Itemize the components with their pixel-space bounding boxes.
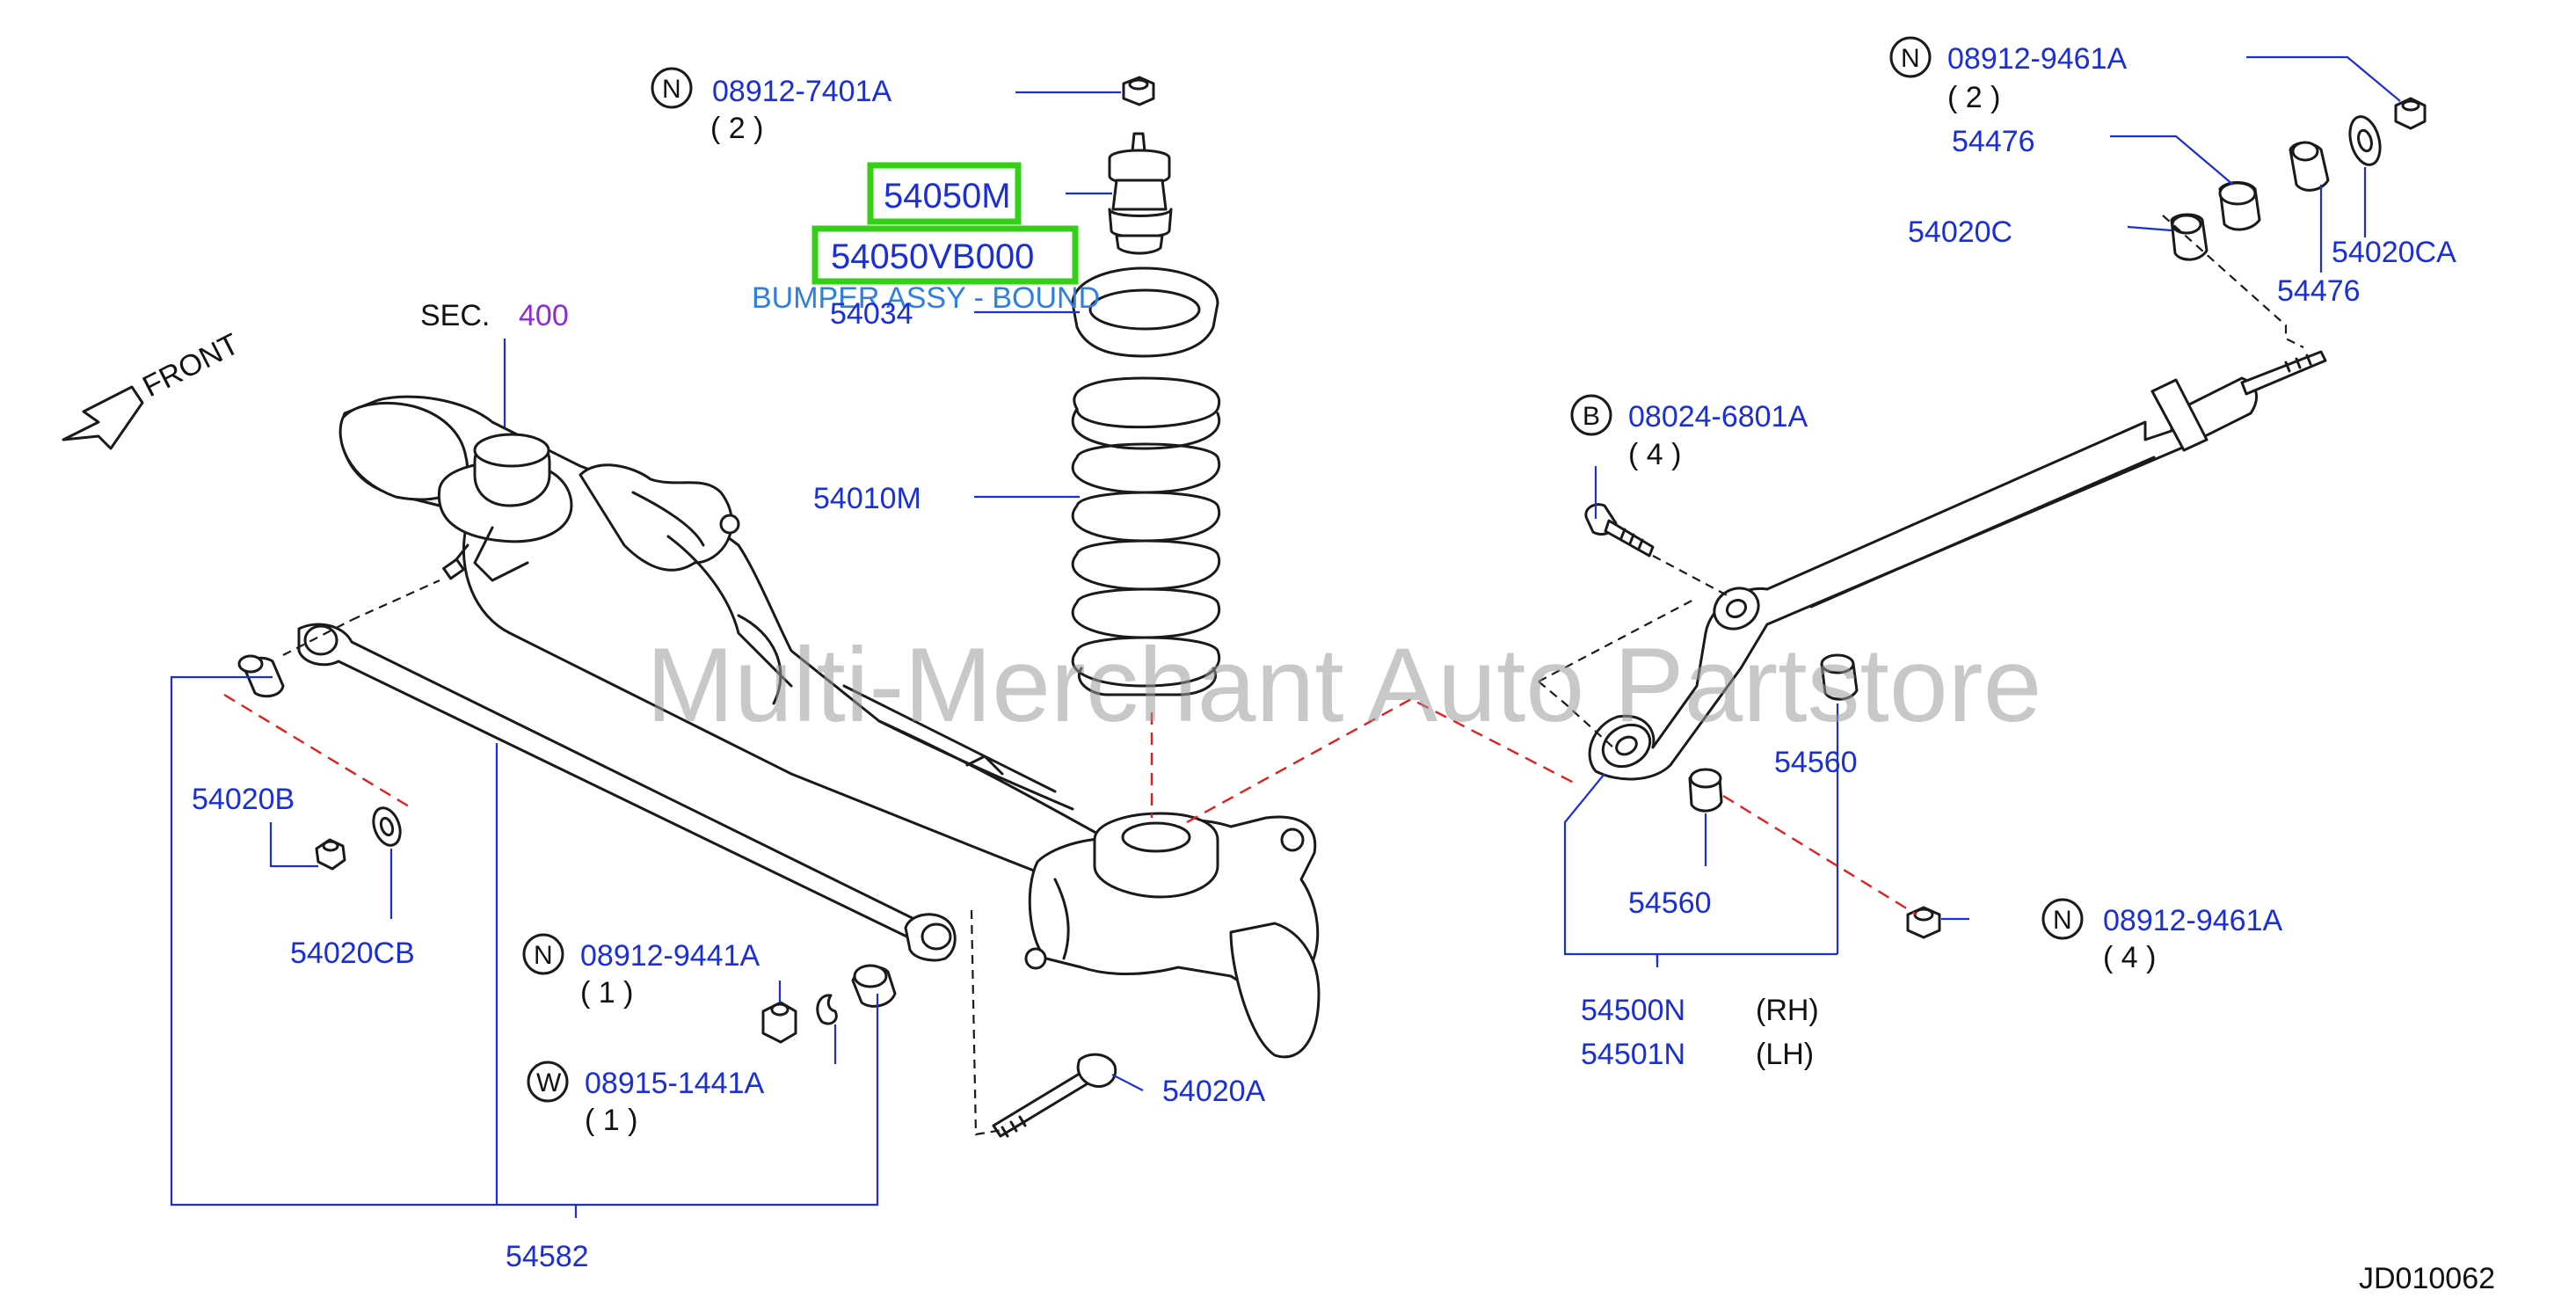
label-54034[interactable]: 54034	[830, 297, 913, 331]
highlight-description: BUMPER ASSY - BOUND	[752, 281, 1100, 315]
svg-text:08915-1441A: 08915-1441A	[585, 1067, 765, 1100]
label-54582[interactable]: 54582	[506, 1240, 589, 1273]
callout-08915-1441A[interactable]: W 08915-1441A ( 1 )	[527, 1061, 765, 1137]
highlight-part-b[interactable]: 54050VB000	[831, 237, 1034, 276]
leader-lines	[170, 55, 2401, 1218]
washer-54020CB	[372, 806, 402, 847]
svg-text:N: N	[662, 75, 681, 104]
svg-text:08024-6801A: 08024-6801A	[1628, 400, 1808, 434]
highlight-box-54050VB000	[811, 225, 1079, 285]
callout-08912-9441A[interactable]: N 08912-9441A ( 1 )	[522, 933, 760, 1010]
nut-08912-9461A-right	[1906, 906, 1941, 939]
bushing-54560-lower	[1688, 768, 1723, 813]
figure-id: JD010062	[2359, 1262, 2495, 1295]
svg-text:08912-9461A: 08912-9461A	[2103, 904, 2283, 937]
svg-text:08912-9441A: 08912-9441A	[580, 939, 760, 973]
highlight-box-54050M	[867, 162, 1022, 225]
nut-08912-9441A	[761, 1001, 797, 1044]
label-54560-b[interactable]: 54560	[1628, 886, 1712, 920]
svg-text:N: N	[1901, 44, 1920, 73]
callout-08912-9461A-right[interactable]: N 08912-9461A ( 4 )	[2041, 898, 2283, 974]
section-number[interactable]: 400	[519, 299, 569, 332]
label-54020A[interactable]: 54020A	[1162, 1075, 1266, 1108]
svg-text:( 1 ): ( 1 )	[580, 976, 633, 1010]
bushing-54560-upper	[1820, 653, 1859, 701]
nut-08912-9461A-top	[2394, 97, 2427, 130]
section-prefix: SEC.	[420, 299, 490, 332]
callout-08912-9461A-top[interactable]: N 08912-9461A ( 2 )	[1889, 36, 2128, 114]
bushing-54476-right	[2289, 141, 2330, 192]
bolt-54020A	[992, 1053, 1117, 1138]
front-arrow-icon	[62, 385, 144, 450]
label-54500N[interactable]: 54500N	[1581, 994, 1685, 1027]
bushing-left	[237, 654, 285, 698]
bushing-54020C	[2170, 213, 2209, 261]
label-rh: (RH)	[1756, 994, 1819, 1027]
coil-spring	[1071, 376, 1221, 696]
bound-bumper	[1108, 132, 1173, 255]
label-54501N[interactable]: 54501N	[1581, 1038, 1685, 1071]
nut-54020B	[315, 838, 346, 871]
label-54020CA[interactable]: 54020CA	[2332, 236, 2456, 269]
watermark: Multi-Merchant Auto Partstore	[646, 626, 2041, 744]
dashed-lines	[282, 215, 2304, 1136]
label-54560-a[interactable]: 54560	[1774, 746, 1858, 779]
svg-text:( 2 ): ( 2 )	[710, 112, 763, 145]
svg-text:( 4 ): ( 4 )	[2103, 941, 2156, 974]
svg-text:08912-7401A: 08912-7401A	[712, 75, 892, 108]
label-54476-a[interactable]: 54476	[1952, 125, 2035, 158]
label-54020C[interactable]: 54020C	[1908, 215, 2012, 249]
nut-08912-7401A	[1122, 76, 1155, 106]
axle-housing	[338, 395, 1118, 890]
label-54020B[interactable]: 54020B	[192, 783, 295, 816]
front-label: FRONT	[137, 327, 244, 404]
svg-text:( 4 ): ( 4 )	[1628, 438, 1681, 471]
label-54020CB[interactable]: 54020CB	[290, 937, 415, 970]
bolt-08024-6801A	[1584, 503, 1655, 558]
label-54010M[interactable]: 54010M	[813, 482, 921, 515]
svg-text:( 1 ): ( 1 )	[585, 1104, 637, 1137]
bushing-54476-left	[2218, 181, 2261, 231]
red-dashed-lines	[223, 693, 1917, 916]
svg-text:08912-9461A: 08912-9461A	[1947, 42, 2128, 76]
label-54476-b[interactable]: 54476	[2277, 274, 2361, 308]
label-lh: (LH)	[1756, 1038, 1814, 1071]
svg-text:B: B	[1583, 402, 1600, 431]
svg-text:( 2 ): ( 2 )	[1947, 81, 2000, 114]
washer-54020CA	[2348, 115, 2382, 166]
svg-text:N: N	[2053, 906, 2072, 935]
highlight-part-a[interactable]: 54050M	[884, 177, 1011, 215]
washer-08915-1441A	[816, 994, 838, 1025]
callout-08024-6801A[interactable]: B 08024-6801A ( 4 )	[1570, 394, 1808, 471]
spring-seat-knuckle	[1024, 812, 1321, 1059]
bushing-bottom	[851, 964, 897, 1008]
stabilizer-bar	[297, 623, 957, 962]
svg-text:N: N	[534, 941, 553, 970]
lateral-arm	[1588, 350, 2327, 781]
callout-08912-7401A[interactable]: N 08912-7401A ( 2 )	[651, 67, 892, 145]
spring-seat-54034	[1071, 266, 1219, 358]
svg-text:W: W	[536, 1068, 562, 1097]
